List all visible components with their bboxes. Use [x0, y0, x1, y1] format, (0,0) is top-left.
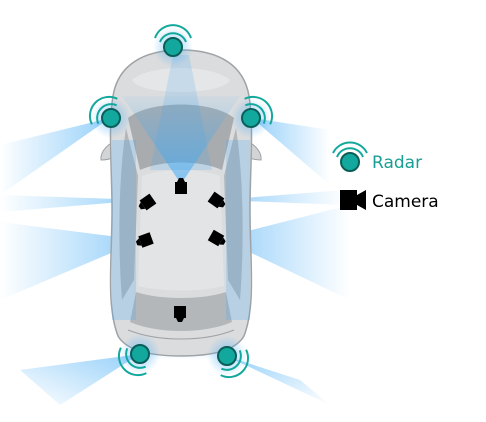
beam-right-rear-camera [220, 205, 350, 300]
legend-camera-label: Camera [372, 192, 439, 212]
camera-left-rear [135, 232, 154, 248]
beam-front-right-radar [252, 118, 330, 185]
roof [138, 170, 224, 291]
camera-right-rear [207, 229, 226, 247]
right-side-window [224, 128, 243, 300]
beam-rear-right-radar [226, 356, 330, 405]
radar-front-center [153, 24, 193, 67]
radars [88, 24, 274, 379]
legend-radar-icon [332, 141, 368, 172]
legend: Radar Camera [332, 141, 439, 212]
left-side-window [119, 128, 138, 300]
trunk [127, 329, 235, 340]
beam-front-left-radar [0, 118, 110, 195]
beam-front-camera [122, 96, 240, 184]
camera-front [175, 178, 187, 194]
camera-left-front [138, 193, 157, 211]
legend-camera-icon [340, 190, 366, 210]
beam-rear-left-radar [20, 354, 140, 405]
overlay-beams [112, 55, 250, 320]
beam-front-radar [150, 55, 212, 170]
camera-rear [174, 306, 186, 322]
beam-left-side-overlay [112, 140, 136, 320]
radar-rear-left [117, 334, 160, 377]
radar-rear-right [207, 336, 250, 379]
camera-right-front [207, 191, 226, 209]
legend-radar-label: Radar [372, 153, 422, 173]
beam-left-front-camera [0, 195, 146, 212]
radar-front-left [88, 95, 131, 138]
beam-right-side-overlay [226, 140, 250, 320]
beam-left-rear-camera [0, 222, 142, 300]
cameras [135, 178, 226, 322]
radar-front-right [231, 95, 274, 138]
hood [132, 68, 230, 92]
